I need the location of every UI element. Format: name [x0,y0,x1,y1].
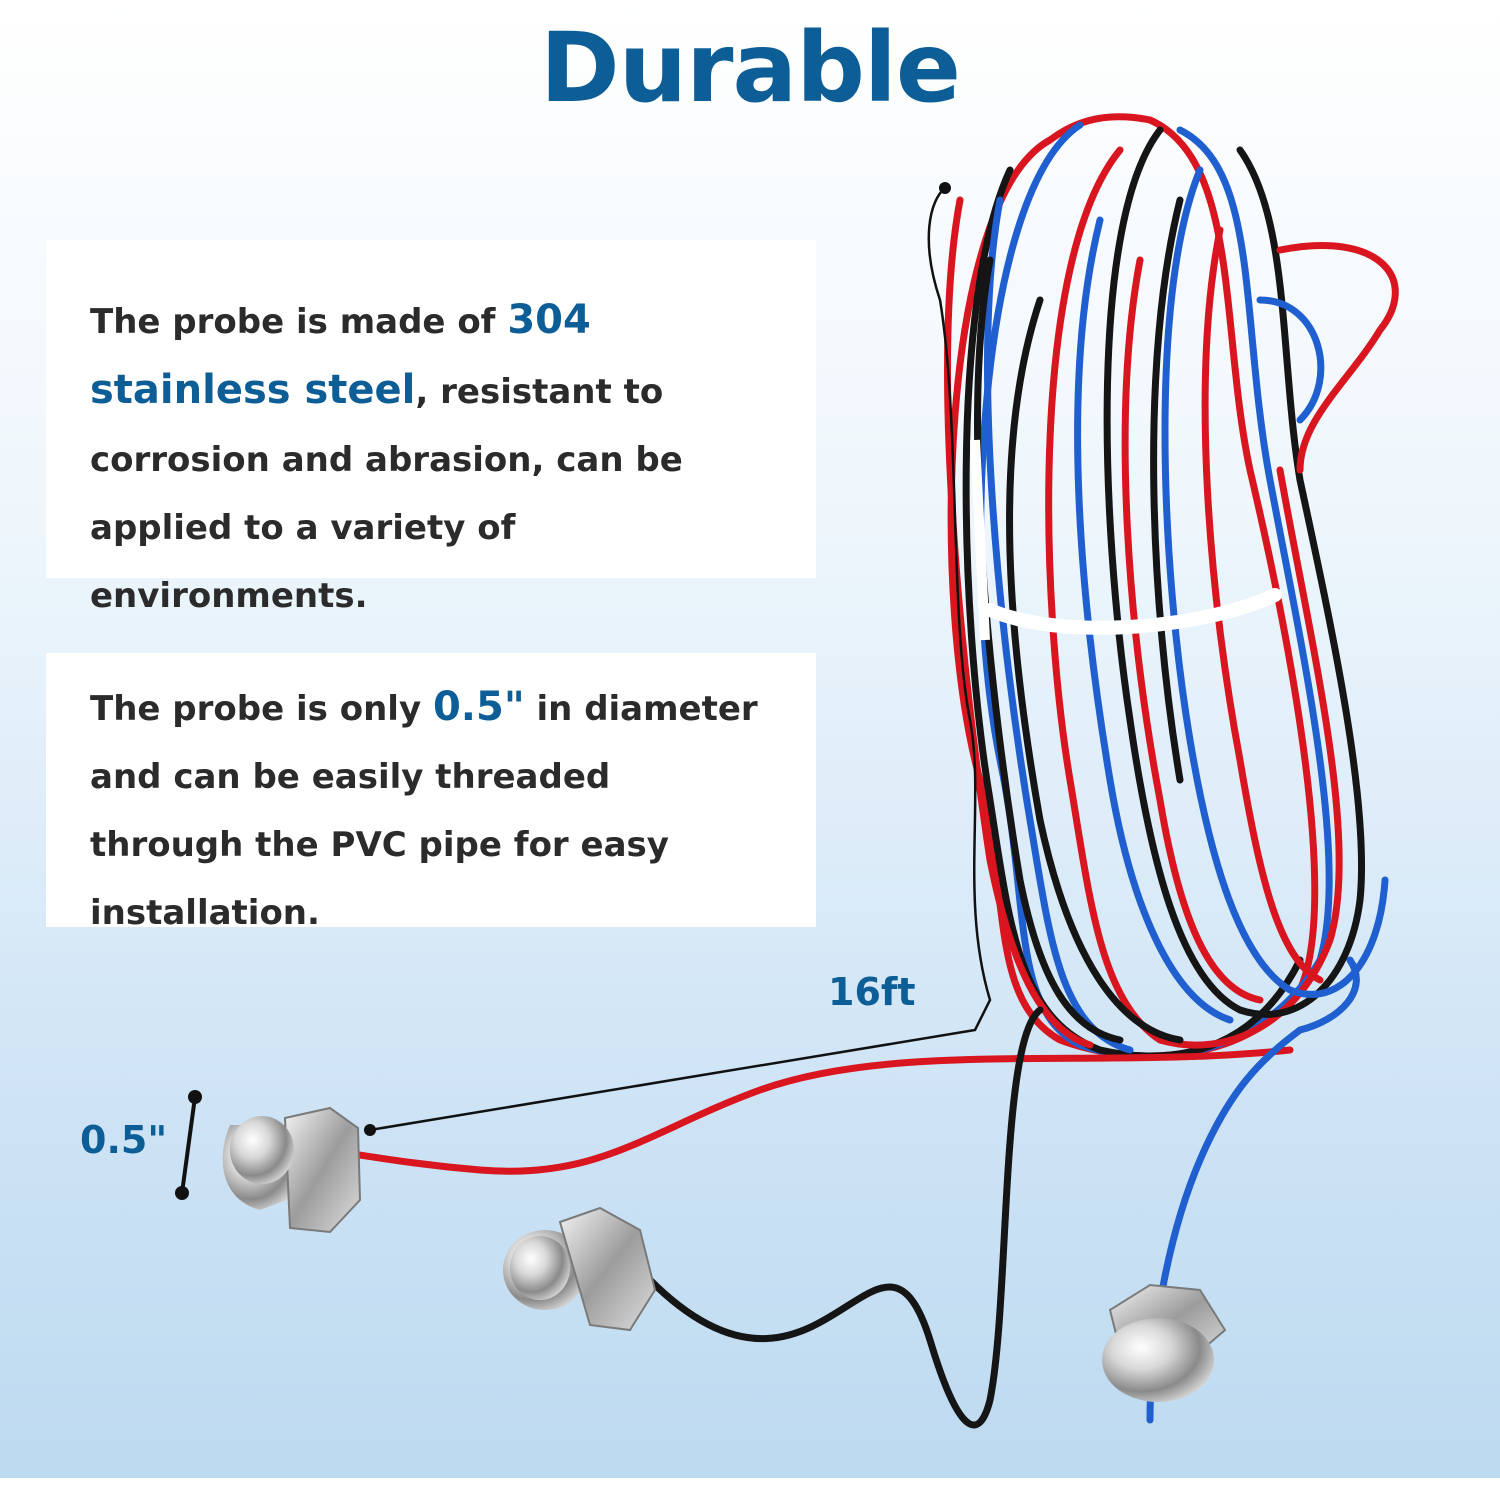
page-title: Durable [540,12,961,124]
probe-black-cap [503,1206,657,1332]
length-measure-dot [364,1124,376,1136]
diameter-measure-dot [188,1090,202,1104]
wire-coil [944,113,1399,1060]
material-description: The probe is made of 304 stainless steel… [90,297,683,616]
diameter-highlight: 0.5" [432,684,525,730]
length-measure-dot [939,182,951,194]
diameter-label: 0.5" [80,1118,168,1162]
bottom-strip [0,1478,1500,1500]
probe-red-cap [222,1106,362,1234]
material-highlight: 304 stainless steel [90,297,591,413]
diameter-measure-line [180,1096,197,1194]
diameter-description: The probe is only 0.5" in diameter and c… [90,684,758,933]
material-info-card: The probe is made of 304 stainless steel… [46,240,816,616]
probe-blue-cap [1102,1283,1227,1402]
diameter-info-card: The probe is only 0.5" in diameter and c… [46,653,816,933]
length-measure-line [369,187,992,1132]
diameter-measure-dot [175,1186,189,1200]
length-label: 16ft [828,970,916,1014]
cable-tie [983,588,1282,635]
cable-tie-tail [970,439,990,641]
